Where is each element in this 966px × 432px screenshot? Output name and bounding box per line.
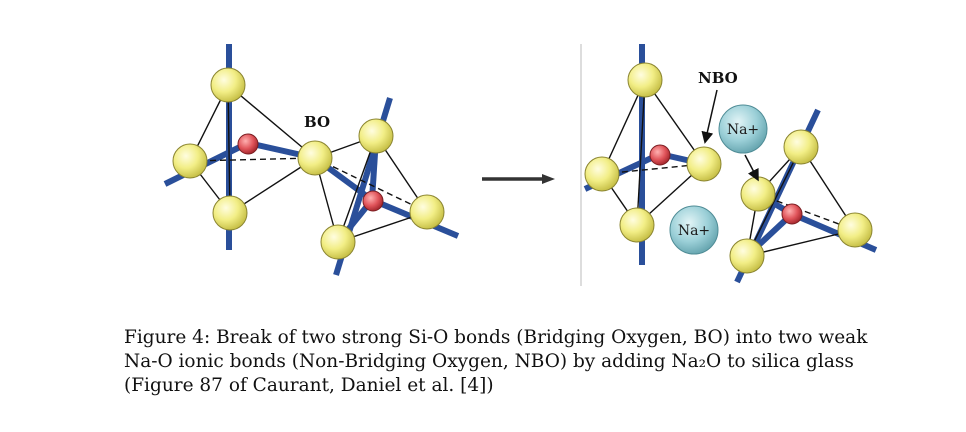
caption-line-2: Na-O ionic bonds (Non-Bridging Oxygen, N…	[124, 351, 854, 372]
oxygen-atom	[584, 156, 620, 192]
oxygen-atom	[212, 195, 248, 231]
oxygen-atom	[358, 118, 394, 154]
figure-caption: Figure 4: Break of two strong Si-O bonds…	[124, 326, 924, 398]
silicon-atom	[649, 144, 671, 166]
non-bridging-oxygen-atom	[686, 146, 722, 182]
oxygen-atom	[210, 67, 246, 103]
oxygen-atom	[172, 143, 208, 179]
nbo-label: NBO	[698, 69, 738, 87]
silicon-atom	[362, 190, 384, 212]
non-bridging-oxygen-atom	[740, 176, 776, 212]
nbo-pointer-arrow	[701, 89, 718, 144]
reaction-arrow	[482, 174, 555, 184]
right-structure: Na+ Na+ NBO	[583, 44, 878, 284]
sodium-ion-label: Na+	[678, 223, 710, 239]
silicon-atom	[237, 133, 259, 155]
sodium-ion: Na+	[669, 205, 719, 255]
sodium-ion: Na+	[718, 104, 768, 154]
oxygen-atom	[837, 212, 873, 248]
nbo-pointer-arrow	[744, 154, 759, 182]
bridging-oxygen-atom	[297, 140, 333, 176]
sodium-ion-label: Na+	[727, 122, 759, 138]
oxygen-atom	[619, 207, 655, 243]
oxygen-atom	[320, 224, 356, 260]
silicon-atom	[781, 203, 803, 225]
oxygen-atom	[783, 129, 819, 165]
silica-structure-diagram: BO	[163, 44, 878, 286]
oxygen-atom	[409, 194, 445, 230]
caption-line-3: (Figure 87 of Caurant, Daniel et al. [4]…	[124, 375, 494, 396]
caption-line-1: Figure 4: Break of two strong Si-O bonds…	[124, 327, 868, 348]
bo-label: BO	[304, 113, 330, 131]
left-structure: BO	[163, 44, 460, 276]
oxygen-atom	[627, 62, 663, 98]
oxygen-atom	[729, 238, 765, 274]
